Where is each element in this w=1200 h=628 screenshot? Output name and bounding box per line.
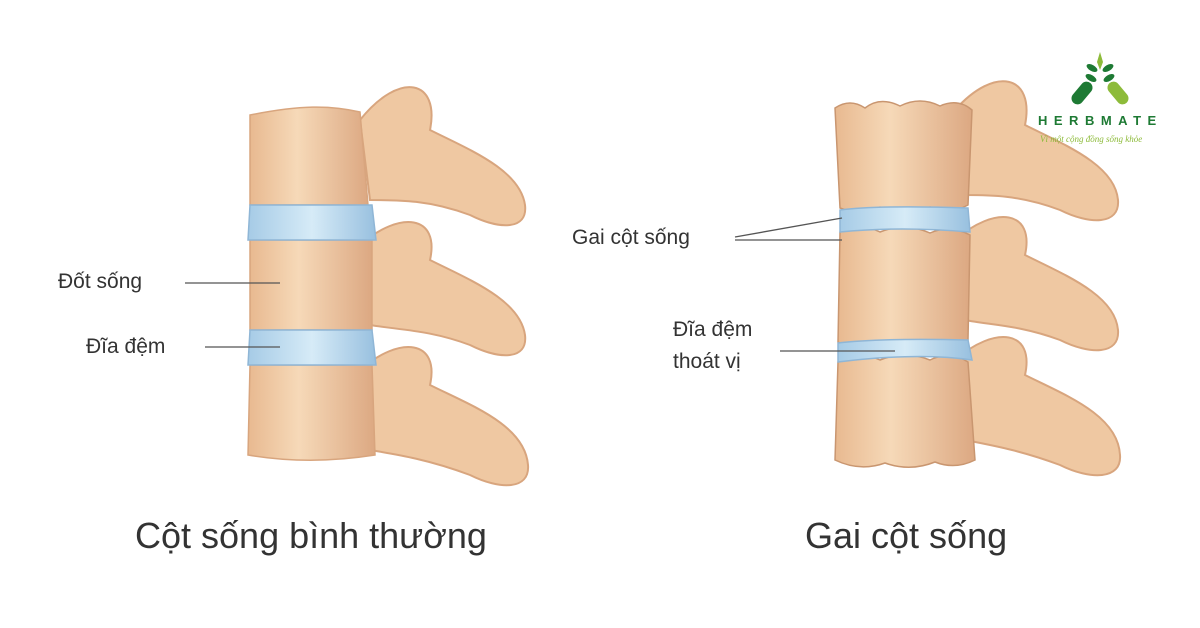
- spur-leader-upper: [734, 217, 843, 238]
- herbmate-logo-icon: [1071, 52, 1129, 105]
- right-vertebrae: [834, 100, 976, 468]
- left-spinal-processes: [358, 86, 530, 487]
- left-disc-upper: [247, 204, 377, 241]
- left-caption: Cột sống bình thường: [135, 515, 487, 556]
- herniated-disc-label-line2: thoát vị: [673, 350, 741, 373]
- right-spinal-processes: [953, 80, 1122, 477]
- right-disc-upper: [839, 206, 971, 233]
- logo-tagline: Vì một cộng đồng sống khỏe: [1040, 134, 1143, 144]
- vertebra-label: Đốt sống: [58, 270, 143, 293]
- leader-lines: [185, 217, 895, 352]
- left-discs: [247, 204, 377, 366]
- left-disc-lower: [247, 329, 377, 366]
- herniated-disc: [837, 338, 973, 363]
- disc-label: Đĩa đệm: [86, 335, 166, 358]
- right-caption: Gai cột sống: [805, 515, 1008, 556]
- logo-brand-name: HERBMATE: [1038, 113, 1163, 128]
- left-vertebrae: [247, 106, 376, 461]
- spur-label: Gai cột sống: [572, 226, 690, 249]
- herniated-disc-label-line1: Đĩa đệm: [673, 318, 753, 341]
- right-discs: [837, 206, 973, 363]
